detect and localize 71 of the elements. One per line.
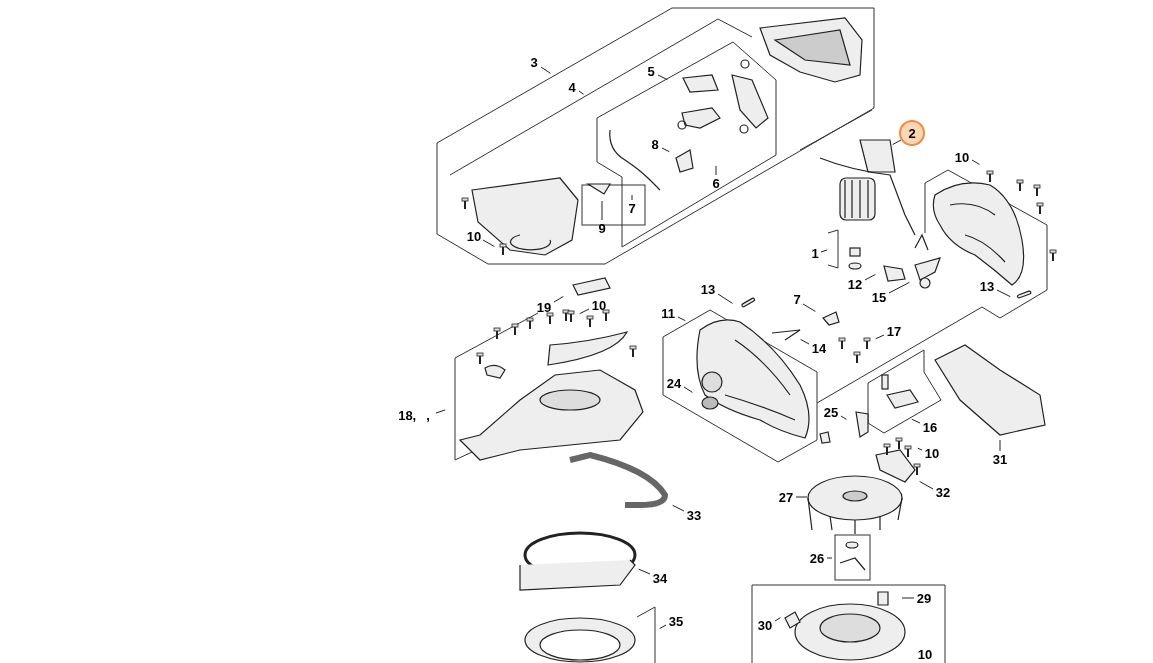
- leader-line: [971, 159, 980, 165]
- callout-number: 10: [924, 446, 940, 460]
- callout-number: 4: [568, 80, 576, 94]
- leader-line: [774, 617, 781, 622]
- callout-number: 18,: [398, 408, 417, 422]
- callout-number: 10: [954, 150, 970, 164]
- callout-number: 11: [661, 306, 675, 320]
- leader-line: [840, 415, 847, 420]
- leader-line: [795, 496, 808, 498]
- callout-number: 31: [992, 452, 1008, 466]
- leader-line: [996, 289, 1011, 298]
- leader-line: [717, 293, 733, 304]
- leader-line: [540, 66, 551, 74]
- leader-line: [715, 165, 717, 176]
- leader-line: [553, 296, 564, 303]
- leader-line: [578, 90, 585, 95]
- callout-number: 7: [793, 292, 801, 306]
- leader-line: [659, 624, 667, 630]
- callout-number: 10: [917, 647, 933, 661]
- callout-number: 32: [935, 485, 951, 499]
- callout-number: 29: [916, 591, 932, 605]
- callout-number: 13: [700, 282, 716, 296]
- callout-number: 24: [666, 376, 682, 390]
- leader-line: [888, 281, 910, 294]
- leader-line: [999, 439, 1001, 452]
- callout-number: 19: [536, 300, 552, 314]
- leader-line: [631, 194, 633, 201]
- leader-line: [638, 568, 651, 575]
- leader-line: [601, 200, 603, 221]
- leader-line: [820, 249, 828, 253]
- callout-number: 15: [871, 290, 887, 304]
- callout-number: 14: [811, 341, 827, 355]
- callout-number: 10: [466, 229, 482, 243]
- leader-line: [482, 239, 495, 247]
- callout-number: 17: [886, 324, 902, 338]
- highlighted-callout: 2: [899, 120, 925, 146]
- leader-line: [826, 557, 833, 559]
- callout-number: 34: [652, 571, 668, 585]
- callout-number: 35: [668, 614, 684, 628]
- leader-line: [917, 447, 923, 451]
- callout-number: 10: [591, 298, 607, 312]
- leader-line: [901, 597, 915, 599]
- leader-line: [875, 334, 885, 340]
- callout-number: 13: [979, 279, 995, 293]
- callout-number: 8: [651, 137, 659, 151]
- leader-line: [800, 338, 810, 345]
- leader-line: [802, 303, 816, 312]
- callout-number: 3: [530, 55, 538, 69]
- leader-line: [864, 273, 876, 281]
- callout-number: ,: [426, 408, 430, 422]
- callout-number: 6: [712, 176, 720, 190]
- callout-number: 26: [809, 551, 825, 565]
- callout-number: 12: [847, 277, 863, 291]
- leader-line: [657, 74, 668, 81]
- callout-number: 5: [647, 64, 655, 78]
- leader-line: [683, 386, 693, 393]
- callout-number: 16: [922, 420, 938, 434]
- callout-number: 1: [811, 246, 819, 260]
- leader-line: [911, 418, 921, 424]
- leader-line: [677, 316, 686, 322]
- callout-number: 7: [628, 201, 636, 215]
- callout-number: 25: [823, 405, 839, 419]
- callout-number: 27: [778, 490, 794, 504]
- leader-line: [579, 308, 590, 315]
- callout-number: 9: [598, 221, 606, 235]
- callout-number: 33: [686, 508, 702, 522]
- leader-line: [919, 480, 934, 490]
- callout-number: 30: [757, 618, 773, 632]
- leader-line: [661, 147, 670, 153]
- leader-line: [672, 504, 685, 512]
- leader-line: [435, 409, 446, 414]
